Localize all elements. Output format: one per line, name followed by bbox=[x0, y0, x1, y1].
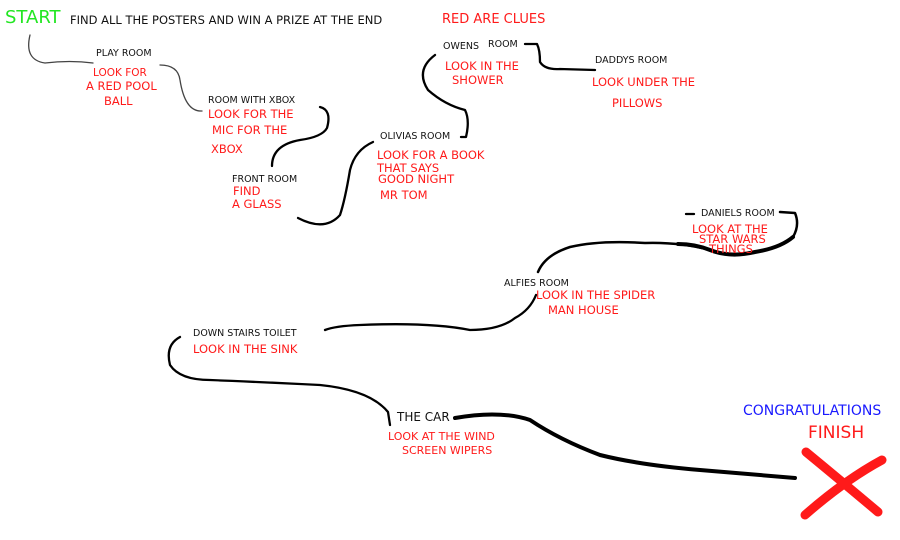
room-label: FRONT ROOM bbox=[232, 174, 298, 185]
path-daniel-thick bbox=[676, 235, 795, 257]
room-label: OWENS bbox=[443, 41, 480, 52]
clue-text: MAN HOUSE bbox=[548, 303, 619, 317]
clue-text: PILLOWS bbox=[612, 96, 663, 110]
clue-text: SHOWER bbox=[452, 73, 504, 87]
clue-text: BALL bbox=[104, 94, 133, 108]
path-olivia-to-owen bbox=[421, 53, 469, 139]
path-play-to-xbox bbox=[159, 64, 203, 112]
clue-text: GOOD NIGHT bbox=[378, 172, 455, 186]
room-label: DADDYS ROOM bbox=[595, 55, 668, 66]
room-label: PLAY ROOM bbox=[96, 48, 152, 59]
path-car-to-finish bbox=[453, 412, 797, 480]
room-label: OLIVIAS ROOM bbox=[380, 131, 451, 142]
clue-text: MIC FOR THE bbox=[212, 123, 288, 137]
room-label: ALFIES ROOM bbox=[504, 278, 569, 289]
clue-text: A GLASS bbox=[232, 197, 282, 211]
clue-legend: RED ARE CLUES bbox=[442, 12, 546, 27]
path-start-to-play-room bbox=[28, 34, 94, 64]
path-xbox-to-front bbox=[270, 105, 330, 168]
clue-text: XBOX bbox=[211, 142, 243, 156]
finish-x-mark-icon bbox=[800, 447, 887, 520]
finish-label: FINISH bbox=[808, 423, 865, 443]
path-front-to-olivia bbox=[296, 140, 375, 226]
clue-text: A RED POOL bbox=[86, 79, 157, 93]
room-label: DOWN STAIRS TOILET bbox=[193, 328, 297, 339]
clue-text: LOOK FOR THE bbox=[208, 107, 294, 121]
clue-text: MR TOM bbox=[380, 188, 428, 202]
room-label: ROOM WITH XBOX bbox=[208, 95, 296, 106]
room-label: DANIELS ROOM bbox=[701, 208, 775, 219]
congratulations-label: CONGRATULATIONS bbox=[743, 403, 882, 419]
start-label: START bbox=[5, 7, 61, 28]
clue-text: THAT SAYS bbox=[377, 161, 440, 175]
clue-text: LOOK AT THE WIND bbox=[388, 430, 495, 443]
clue-text: LOOK UNDER THE bbox=[592, 75, 696, 89]
path-toilet-to-car bbox=[167, 335, 392, 427]
clue-text: STAR WARS bbox=[699, 232, 766, 246]
path-owen-to-daddy bbox=[523, 42, 597, 72]
clue-text: THINGS bbox=[709, 242, 753, 256]
room-label: THE CAR bbox=[397, 410, 450, 424]
instructions: FIND ALL THE POSTERS AND WIN A PRIZE AT … bbox=[70, 13, 383, 27]
clue-text: LOOK FOR bbox=[93, 67, 147, 79]
room-label: ROOM bbox=[488, 39, 518, 50]
clue-text: FIND bbox=[233, 184, 261, 198]
clue-text: LOOK FOR A BOOK bbox=[377, 148, 485, 162]
clue-text: LOOK IN THE SPIDER bbox=[536, 288, 656, 302]
clue-text: LOOK IN THE SINK bbox=[193, 342, 298, 356]
clue-text: LOOK IN THE bbox=[445, 59, 519, 73]
path-alfie-to-toilet bbox=[323, 293, 538, 332]
clue-text: SCREEN WIPERS bbox=[402, 444, 493, 457]
clue-text: LOOK AT THE bbox=[692, 222, 768, 236]
